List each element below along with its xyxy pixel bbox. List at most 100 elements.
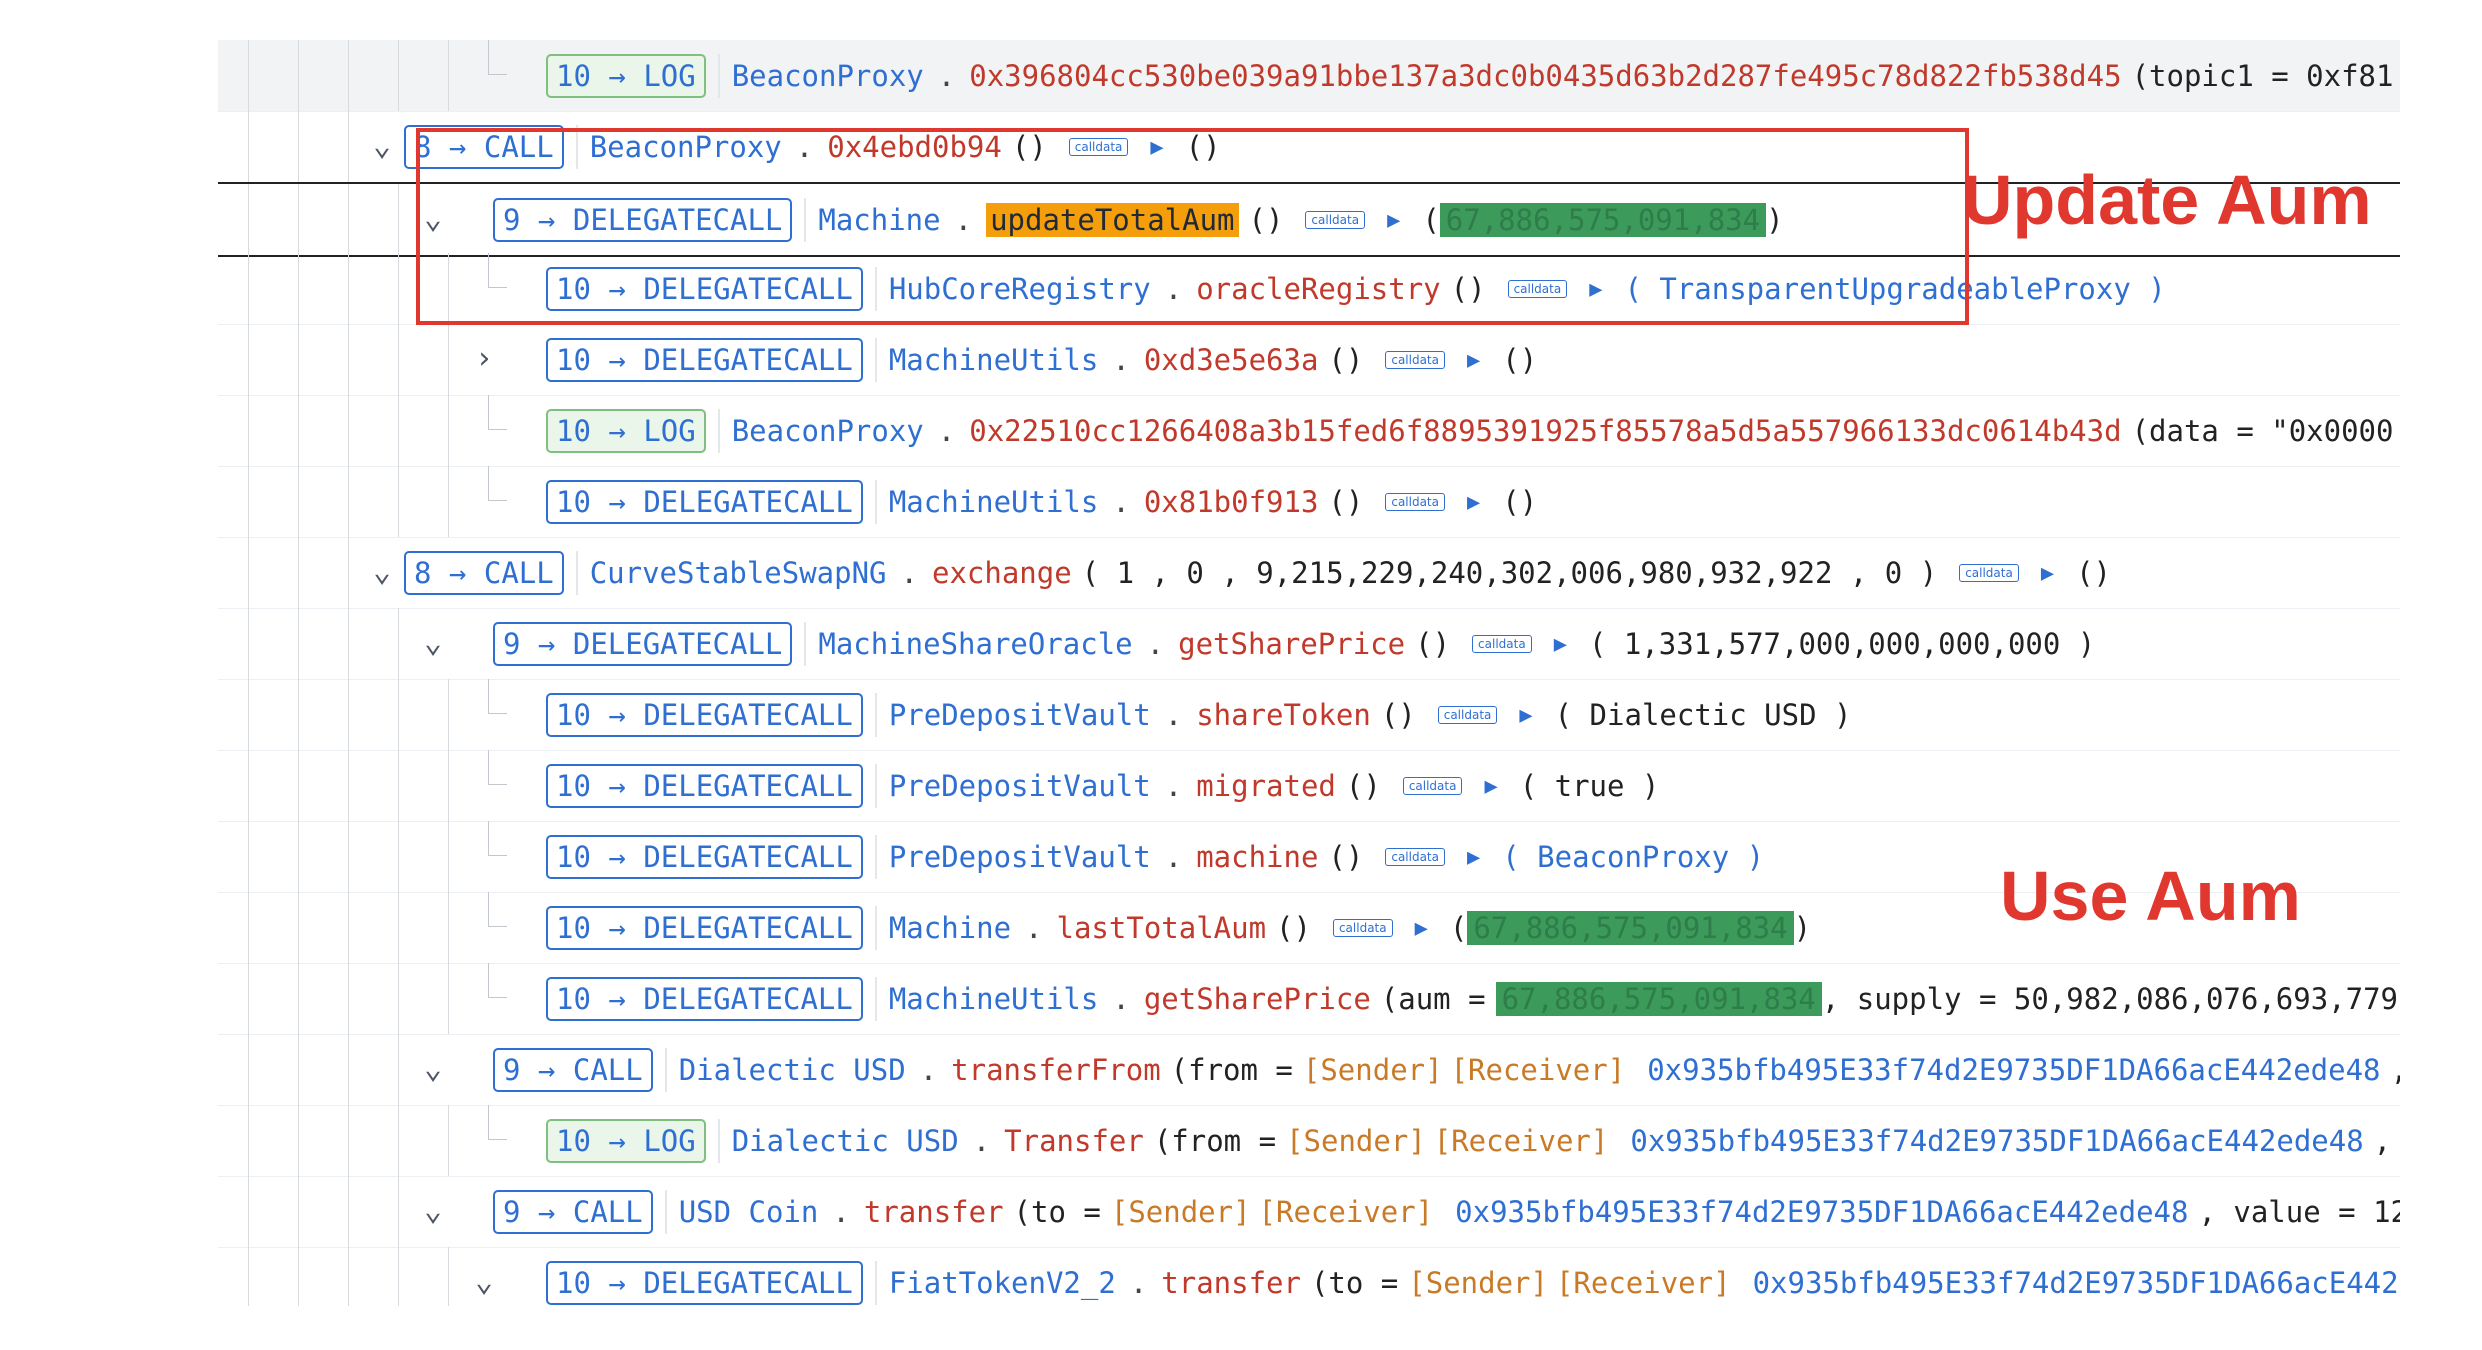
call-type-badge[interactable]: 8 → CALL <box>404 125 564 169</box>
call-type-badge[interactable]: 10 → DELEGATECALL <box>546 764 863 808</box>
address-value[interactable]: 0x935bfb495E33f74d2E9735DF1DA66acE442ede… <box>1647 1053 2381 1087</box>
contract-name[interactable]: MachineUtils <box>888 485 1099 519</box>
call-type-badge[interactable]: 10 → LOG <box>546 54 706 98</box>
method-name[interactable]: lastTotalAum <box>1056 911 1267 945</box>
method-name[interactable]: machine <box>1196 840 1319 874</box>
contract-name[interactable]: USD Coin <box>678 1195 819 1229</box>
method-name[interactable]: oracleRegistry <box>1196 272 1441 306</box>
call-type-badge[interactable]: 10 → DELEGATECALL <box>546 480 863 524</box>
method-name[interactable]: updateTotalAum <box>986 203 1239 237</box>
call-type-badge[interactable]: 10 → DELEGATECALL <box>546 835 863 879</box>
play-triangle-icon[interactable]: ▶ <box>1467 489 1481 515</box>
contract-name[interactable]: HubCoreRegistry <box>888 272 1151 306</box>
calldata-button[interactable]: calldata <box>1332 919 1393 937</box>
method-name[interactable]: 0x396804cc530be039a91bbe137a3dc0b0435d63… <box>969 59 2122 93</box>
method-name[interactable]: getSharePrice <box>1143 982 1371 1016</box>
calldata-button[interactable]: calldata <box>1305 211 1366 229</box>
play-triangle-icon[interactable]: ▶ <box>1467 844 1481 870</box>
call-type-badge[interactable]: 10 → LOG <box>546 1119 706 1163</box>
contract-name[interactable]: MachineUtils <box>888 982 1099 1016</box>
address-value[interactable]: 0x935bfb495E33f74d2E9735DF1DA66acE442ede… <box>1455 1195 2189 1229</box>
contract-name[interactable]: FiatTokenV2_2 <box>888 1266 1116 1300</box>
call-type-badge[interactable]: 10 → LOG <box>546 409 706 453</box>
contract-name[interactable]: PreDepositVault <box>888 769 1151 803</box>
calldata-button[interactable]: calldata <box>1472 635 1532 653</box>
chevron-down-icon[interactable]: ⌄ <box>372 554 392 589</box>
call-type-badge[interactable]: 9 → CALL <box>493 1190 653 1234</box>
call-type-badge[interactable]: 9 → CALL <box>493 1048 653 1092</box>
chevron-down-icon[interactable]: ⌄ <box>423 1051 443 1086</box>
method-name[interactable]: 0x81b0f913 <box>1143 485 1319 519</box>
contract-name[interactable]: MachineUtils <box>888 343 1099 377</box>
play-triangle-icon[interactable]: ▶ <box>2040 560 2055 586</box>
call-type-badge[interactable]: 8 → CALL <box>404 551 564 595</box>
play-triangle-icon[interactable]: ▶ <box>1484 773 1498 799</box>
call-type-badge[interactable]: 10 → DELEGATECALL <box>546 267 863 311</box>
method-name[interactable]: getSharePrice <box>1178 627 1406 661</box>
method-name[interactable]: shareToken <box>1196 698 1371 732</box>
contract-name[interactable]: PreDepositVault <box>888 840 1151 874</box>
method-name[interactable]: Transfer <box>1004 1124 1144 1158</box>
method-name[interactable]: 0xd3e5e63a <box>1143 343 1319 377</box>
calldata-button[interactable]: calldata <box>1385 351 1445 369</box>
contract-name[interactable]: BeaconProxy <box>589 130 782 164</box>
play-triangle-icon[interactable]: ▶ <box>1150 134 1164 160</box>
calldata-button[interactable]: calldata <box>1402 777 1463 795</box>
call-type-badge[interactable]: 10 → DELEGATECALL <box>546 693 863 737</box>
call-type-badge[interactable]: 10 → DELEGATECALL <box>546 977 863 1021</box>
play-triangle-icon[interactable]: ▶ <box>1553 631 1567 657</box>
calldata-button[interactable]: calldata <box>1068 138 1129 156</box>
chevron-down-icon[interactable]: ⌄ <box>474 1264 494 1299</box>
play-triangle-icon[interactable]: ▶ <box>1467 347 1481 373</box>
method-name[interactable]: exchange <box>931 556 1072 590</box>
contract-name[interactable]: CurveStableSwapNG <box>589 556 887 590</box>
contract-name[interactable]: MachineShareOracle <box>818 627 1133 661</box>
call-type-badge[interactable]: 9 → DELEGATECALL <box>493 198 793 242</box>
contract-name[interactable]: Dialectic USD <box>731 1124 959 1158</box>
method-name[interactable]: 0x4ebd0b94 <box>827 130 1002 164</box>
calldata-button[interactable]: calldata <box>1959 564 2019 582</box>
call-type-badge[interactable]: 10 → DELEGATECALL <box>546 1261 863 1305</box>
contract-name[interactable]: Machine <box>888 911 1012 945</box>
contract-name[interactable]: Dialectic USD <box>678 1053 906 1087</box>
address-value[interactable]: 0x935bfb495E33f74d2E9735DF1DA66acE442ede… <box>1630 1124 2364 1158</box>
chevron-down-icon[interactable]: ⌄ <box>372 128 392 163</box>
address-value[interactable]: 0x935bfb495E33f74d2E9735DF1DA66acE442 <box>1752 1266 2399 1300</box>
calldata-button[interactable]: calldata <box>1507 280 1568 298</box>
chevron-down-icon[interactable]: ⌄ <box>423 625 443 660</box>
method-name[interactable]: transfer <box>1161 1266 1301 1300</box>
method-name[interactable]: 0x22510cc1266408a3b15fed6f8895391925f855… <box>969 414 2122 448</box>
play-triangle-icon[interactable]: ▶ <box>1414 915 1428 941</box>
chevron-right-icon[interactable]: › <box>474 341 494 376</box>
method-name[interactable]: migrated <box>1196 769 1336 803</box>
method-name[interactable]: transferFrom <box>951 1053 1161 1087</box>
calldata-button[interactable]: calldata <box>1385 493 1445 511</box>
call-type-badge[interactable]: 10 → DELEGATECALL <box>546 338 863 382</box>
calldata-button[interactable]: calldata <box>1437 706 1498 724</box>
contract-name[interactable]: BeaconProxy <box>731 414 924 448</box>
play-triangle-icon[interactable]: ▶ <box>1519 702 1533 728</box>
chevron-down-icon[interactable]: ⌄ <box>423 1193 443 1228</box>
play-triangle-icon[interactable]: ▶ <box>1387 207 1401 233</box>
contract-name[interactable]: PreDepositVault <box>888 698 1151 732</box>
play-triangle-icon[interactable]: ▶ <box>1589 276 1603 302</box>
method-name[interactable]: transfer <box>863 1195 1004 1229</box>
chevron-down-icon[interactable]: ⌄ <box>423 201 443 236</box>
contract-name[interactable]: Machine <box>818 203 941 237</box>
